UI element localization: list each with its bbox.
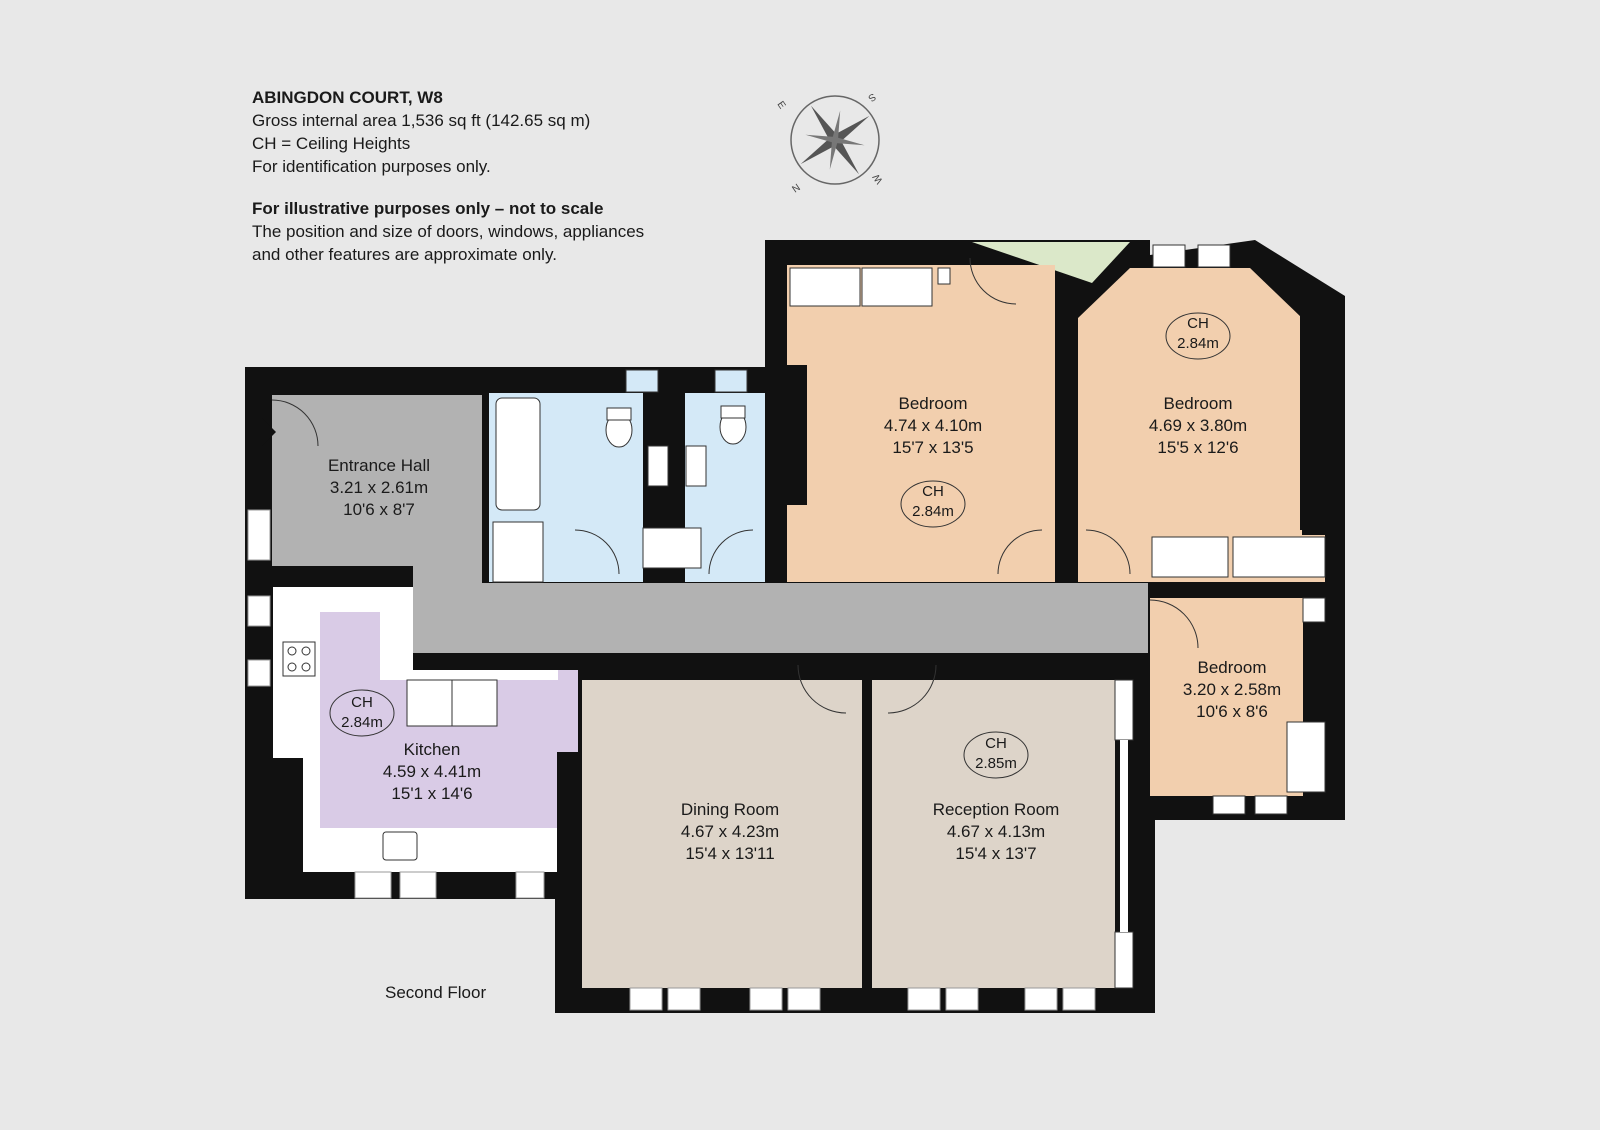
hob-icon (282, 641, 316, 677)
windows (247, 509, 1096, 1011)
bedroom-1-ch-label: CH (922, 483, 944, 500)
bedroom-1-wardrobes (789, 267, 951, 307)
compass-w: W (871, 171, 886, 186)
bedroom-2-ch-value: 2.84m (1177, 335, 1219, 352)
disclaimer-line-1: The position and size of doors, windows,… (252, 222, 645, 241)
room-entrance-hall: Entrance Hall 3.21 x 2.61m 10'6 x 8'7 (328, 456, 430, 519)
entrance-hall-name: Entrance Hall (328, 456, 430, 475)
bedroom-2-name: Bedroom (1164, 394, 1233, 413)
bedroom-3-imperial: 10'6 x 8'6 (1196, 702, 1268, 721)
bathroom-fixtures (492, 369, 748, 583)
reception-metric: 4.67 x 4.13m (947, 822, 1045, 841)
bedroom-2-imperial: 15'5 x 12'6 (1157, 438, 1238, 457)
sink-icon-2 (685, 445, 707, 487)
room-bedroom-2: Bedroom 4.69 x 3.80m 15'5 x 12'6 CH 2.84… (1149, 312, 1247, 457)
ch-note: CH = Ceiling Heights (252, 134, 411, 153)
kitchen-metric: 4.59 x 4.41m (383, 762, 481, 781)
bedroom-1-floor (787, 265, 1055, 582)
room-reception: CH 2.85m Reception Room 4.67 x 4.13m 15'… (933, 731, 1060, 863)
entrance-hall-area (272, 395, 1148, 653)
bedroom-1-ch-value: 2.84m (912, 503, 954, 520)
dining-metric: 4.67 x 4.23m (681, 822, 779, 841)
terrace (972, 242, 1130, 283)
kitchen-imperial: 15'1 x 14'6 (391, 784, 472, 803)
property-title: ABINGDON COURT, W8 (252, 88, 443, 107)
reception-name: Reception Room (933, 800, 1060, 819)
kitchen-ch-value: 2.84m (341, 714, 383, 731)
kitchen-ch-label: CH (351, 694, 373, 711)
dining-name: Dining Room (681, 800, 779, 819)
bedroom-1-name: Bedroom (899, 394, 968, 413)
bedroom-3-metric: 3.20 x 2.58m (1183, 680, 1281, 699)
disclaimer-title: For illustrative purposes only – not to … (252, 199, 604, 218)
bedroom-2-metric: 4.69 x 3.80m (1149, 416, 1247, 435)
bedroom-3-name: Bedroom (1198, 658, 1267, 677)
sink-icon-kitchen (382, 831, 418, 861)
cupboard-icon (492, 521, 544, 583)
entrance-hall-metric: 3.21 x 2.61m (330, 478, 428, 497)
entrance-arrow-icon (248, 418, 276, 446)
bedroom-2-ch-label: CH (1187, 315, 1209, 332)
bedroom-3-floor (1150, 598, 1303, 796)
dining-imperial: 15'4 x 13'11 (685, 844, 774, 863)
disclaimer-line-2: and other features are approximate only. (252, 245, 557, 264)
compass-n: N (790, 182, 802, 195)
bedroom-2-floor (1078, 268, 1325, 582)
reception-ch-value: 2.85m (975, 755, 1017, 772)
bedroom-1-imperial: 15'7 x 13'5 (892, 438, 973, 457)
shower-icon (642, 527, 702, 569)
gross-area: Gross internal area 1,536 sq ft (142.65 … (252, 111, 591, 130)
identification-note: For identification purposes only. (252, 157, 491, 176)
bedroom-2-wardrobes (1151, 244, 1326, 578)
compass-s: S (866, 91, 878, 104)
kitchen-area (273, 587, 578, 872)
room-dining: Dining Room 4.67 x 4.23m 15'4 x 13'11 (681, 800, 779, 863)
sink-icon (647, 445, 669, 487)
property-info: ABINGDON COURT, W8 Gross internal area 1… (252, 86, 644, 266)
floor-label: Second Floor (385, 983, 487, 1002)
room-kitchen: CH 2.84m Kitchen 4.59 x 4.41m 15'1 x 14'… (329, 689, 481, 803)
living-area (582, 679, 1134, 989)
counter-unit-2 (451, 679, 498, 727)
reception-ch-label: CH (985, 735, 1007, 752)
entrance-hall-imperial: 10'6 x 8'7 (343, 500, 415, 519)
compass-e: E (775, 99, 788, 111)
counter-unit (406, 679, 453, 727)
doors (271, 257, 1199, 714)
reception-imperial: 15'4 x 13'7 (955, 844, 1036, 863)
kitchen-name: Kitchen (404, 740, 461, 759)
room-bedroom-3: Bedroom 3.20 x 2.58m 10'6 x 8'6 (1183, 658, 1281, 721)
room-bedroom-1: Bedroom 4.74 x 4.10m 15'7 x 13'5 CH 2.84… (884, 394, 982, 528)
bedroom-1-metric: 4.74 x 4.10m (884, 416, 982, 435)
compass-icon: N S E W (775, 91, 886, 196)
bathtub-icon (495, 397, 541, 511)
